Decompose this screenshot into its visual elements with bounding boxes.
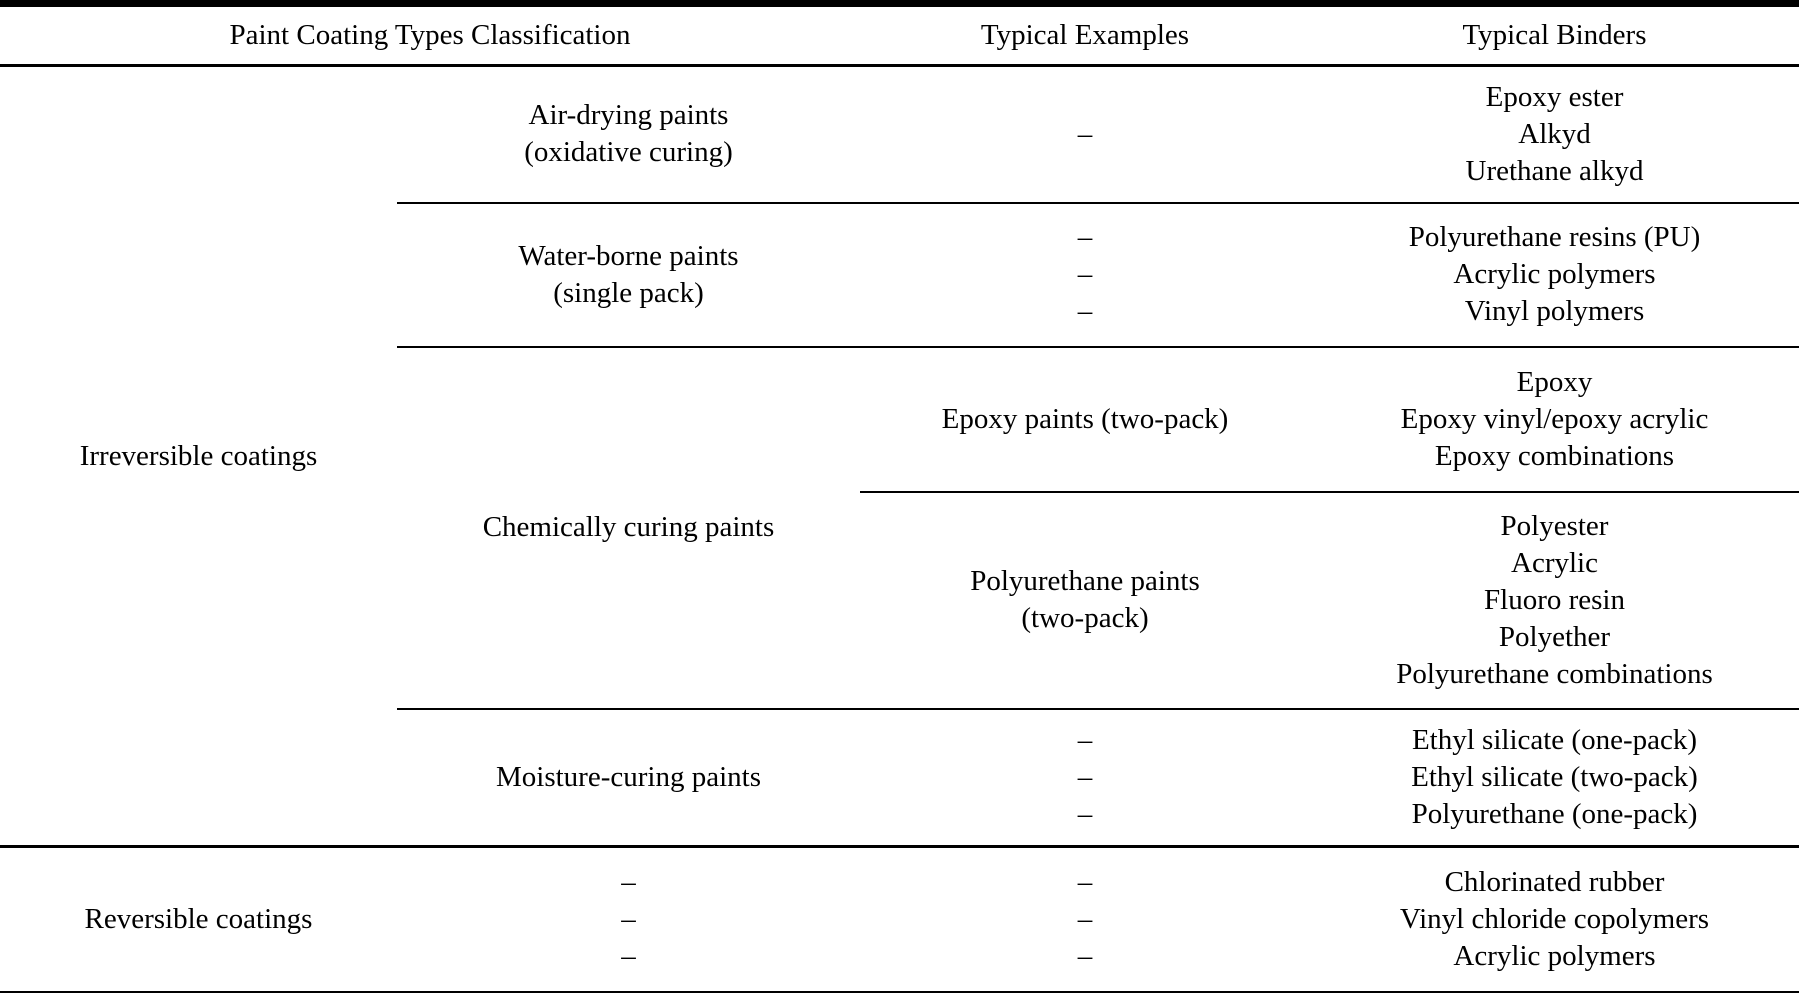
row-air-drying: Irreversible coatings Air-drying paints … [0, 65, 1799, 848]
cell-reversible-type: – – – [397, 846, 860, 993]
cell-chemically-curing-type: Chemically curing paints [397, 346, 860, 710]
binder-line: Vinyl polymers [1464, 295, 1645, 327]
reversible-label: Reversible coatings [84, 902, 313, 935]
cell-reversible-examples: – – – [860, 846, 1310, 993]
row-reversible: Reversible coatings – – – – – – Chlorina… [0, 846, 1799, 993]
row-chemically-curing-polyurethane: Polyurethane paints (two-pack) Polyester… [0, 491, 1799, 710]
cell-water-borne-examples: – – – [860, 202, 1310, 348]
binder-line: Urethane alkyd [1465, 154, 1644, 187]
binder-line: Chlorinated rubber [1444, 865, 1665, 898]
irreversible-label: Irreversible coatings [79, 439, 318, 472]
binder-line: Fluoro resin [1484, 583, 1625, 616]
type-line: Water-borne paints [518, 239, 739, 272]
binder-line: Polyurethane combinations [1396, 657, 1713, 690]
example-dash: – [1077, 865, 1093, 898]
example-dash: – [1077, 117, 1093, 150]
binder-line: Epoxy vinyl/epoxy acrylic [1400, 402, 1709, 435]
cell-irreversible-label: Irreversible coatings [0, 65, 397, 848]
cell-moisture-curing-type: Moisture-curing paints [397, 708, 860, 848]
example-dash: – [1077, 723, 1093, 756]
header-typical-binders: Typical Binders [1310, 0, 1799, 67]
example-line: Polyurethane paints [970, 565, 1200, 597]
header-classification: Paint Coating Types Classification [0, 0, 860, 67]
binder-line: Vinyl chloride copolymers [1399, 902, 1710, 935]
binder-line: Acrylic polymers [1453, 258, 1656, 290]
cell-air-drying-binders: Epoxy ester Alkyd Urethane alkyd [1310, 65, 1799, 204]
type-line: (oxidative curing) [524, 136, 733, 169]
example-line: (two-pack) [1021, 602, 1149, 634]
row-moisture-curing: Moisture-curing paints – – – Ethyl silic… [0, 708, 1799, 848]
example-dash: – [1077, 760, 1093, 793]
cell-water-borne-binders: Polyurethane resins (PU) Acrylic polymer… [1310, 202, 1799, 348]
binder-line: Epoxy ester [1485, 80, 1624, 113]
cell-moisture-curing-examples: – – – [860, 708, 1310, 848]
type-line: (single pack) [553, 276, 704, 309]
type-line: Air-drying paints [528, 99, 729, 132]
cell-reversible-label: Reversible coatings [0, 846, 397, 993]
type-line: Moisture-curing paints [496, 760, 761, 793]
binder-line: Polyether [1498, 620, 1611, 653]
type-dash: – [621, 902, 636, 935]
binder-line: Ethyl silicate (one-pack) [1411, 723, 1698, 756]
cell-polyurethane-examples: Polyurethane paints (two-pack) [860, 491, 1310, 710]
binder-line: Epoxy combinations [1434, 439, 1675, 472]
example-dash: – [1077, 221, 1093, 253]
cell-reversible-binders: Chlorinated rubber Vinyl chloride copoly… [1310, 846, 1799, 993]
cell-polyurethane-binders: Polyester Acrylic Fluoro resin Polyether… [1310, 491, 1799, 710]
binder-line: Polyester [1500, 509, 1609, 542]
example-line: Epoxy paints (two-pack) [941, 402, 1229, 435]
example-dash: – [1077, 939, 1093, 972]
cell-water-borne-type: Water-borne paints (single pack) [397, 202, 860, 348]
binder-line: Alkyd [1518, 117, 1591, 150]
binder-line: Polyurethane resins (PU) [1408, 221, 1701, 253]
header-typical-examples: Typical Examples [860, 0, 1310, 67]
example-dash: – [1077, 258, 1093, 290]
binder-line: Polyurethane (one-pack) [1411, 797, 1698, 830]
cell-air-drying-examples: – [860, 65, 1310, 204]
example-dash: – [1077, 902, 1093, 935]
cell-epoxy-examples: Epoxy paints (two-pack) [860, 346, 1310, 493]
type-dash: – [621, 939, 636, 972]
binder-line: Ethyl silicate (two-pack) [1411, 760, 1698, 793]
binder-line: Acrylic polymers [1453, 939, 1656, 972]
row-water-borne: Water-borne paints (single pack) – – – P… [0, 202, 1799, 348]
row-chemically-curing-epoxy: Chemically curing paints Epoxy paints (t… [0, 346, 1799, 710]
binder-line: Acrylic [1511, 546, 1598, 579]
cell-air-drying-type: Air-drying paints (oxidative curing) [397, 65, 860, 204]
cell-moisture-curing-binders: Ethyl silicate (one-pack) Ethyl silicate… [1310, 708, 1799, 848]
type-line: Chemically curing paints [482, 511, 775, 543]
cell-epoxy-binders: Epoxy Epoxy vinyl/epoxy acrylic Epoxy co… [1310, 346, 1799, 493]
type-dash: – [621, 865, 636, 898]
example-dash: – [1077, 797, 1093, 830]
binder-line: Epoxy [1516, 365, 1593, 398]
example-dash: – [1077, 295, 1093, 327]
header-row: Paint Coating Types Classification Typic… [0, 0, 1799, 67]
